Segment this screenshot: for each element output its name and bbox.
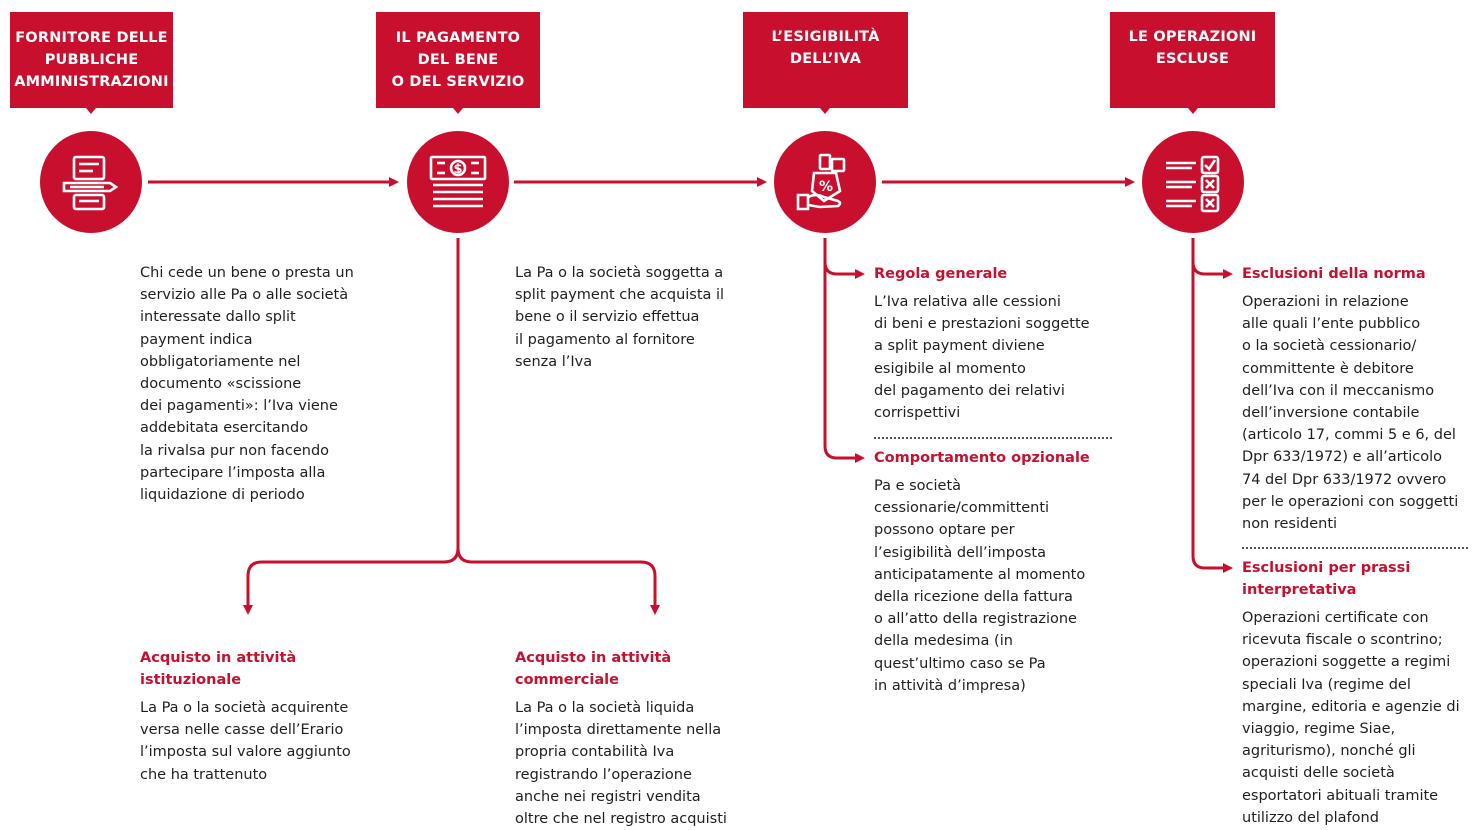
general-rule-title: Regola generale (874, 266, 1008, 282)
invoice-pen-icon (62, 155, 119, 211)
norm-exclusions-text: Operazioni in relazione alle quali l’ent… (1242, 294, 1459, 533)
divider (874, 437, 1112, 439)
hand-percent-icon: % (796, 153, 846, 211)
practice-exclusions-text: Operazioni certificate con ricevuta fisc… (1242, 610, 1460, 826)
commercial-purchase-text: La Pa o la società liquida l’imposta dir… (515, 700, 727, 828)
circle-supplier (40, 131, 142, 233)
header-supplier: FORNITORE DELLE PUBBLICHE AMMINISTRAZION… (10, 12, 173, 108)
header-vat-chargeability: L’ESIGIBILITÀ DELL’IVA (743, 12, 908, 108)
institutional-purchase-title: Acquisto in attività istituzionale (140, 650, 297, 689)
optional-behaviour-text: Pa e società cessionarie/committenti pos… (874, 478, 1086, 694)
optional-behaviour-title: Comportamento opzionale (874, 450, 1090, 466)
circle-payment: $ (407, 131, 509, 233)
svg-text:$: $ (453, 162, 462, 177)
institutional-purchase-text: La Pa o la società acquirente versa nell… (140, 700, 351, 783)
norm-exclusions-title: Esclusioni della norma (1242, 266, 1426, 282)
general-rule-text: L’Iva relativa alle cessioni di beni e p… (874, 294, 1090, 422)
svg-text:%: % (819, 179, 833, 195)
circle-vat: % (774, 131, 876, 233)
header-excluded-operations: LE OPERAZIONI ESCLUSE (1110, 12, 1275, 108)
money-bill-icon: $ (429, 155, 487, 208)
divider (1242, 547, 1468, 549)
header-payment: IL PAGAMENTO DEL BENE O DEL SERVIZIO (376, 12, 540, 108)
commercial-purchase-title: Acquisto in attività commerciale (515, 650, 672, 689)
practice-exclusions-title: Esclusioni per prassi interpretativa (1242, 560, 1411, 599)
checklist-icon (1166, 155, 1220, 213)
supplier-description: Chi cede un bene o presta un servizio al… (140, 265, 354, 504)
payment-description: La Pa o la società soggetta a split paym… (515, 265, 725, 370)
circle-exclusions (1142, 131, 1244, 233)
